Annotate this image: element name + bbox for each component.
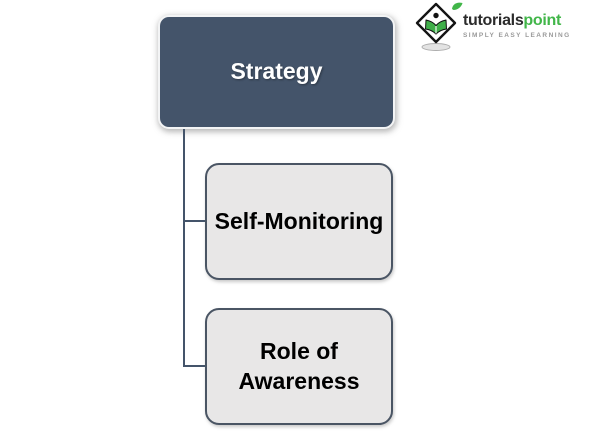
- logo-brand-green-part: point: [523, 12, 562, 29]
- tutorialspoint-logo-icon: [415, 2, 463, 51]
- logo-tagline: SIMPLY EASY LEARNING: [463, 32, 571, 39]
- node-role-of-awareness-label: Role of Awareness: [238, 337, 360, 394]
- node-strategy: Strategy: [158, 15, 395, 129]
- logo-head-dot: [433, 12, 439, 19]
- node-strategy-label: Strategy: [230, 58, 323, 85]
- logo-shadow-ellipse: [421, 43, 451, 51]
- connector-elbow-role-of-awareness: [183, 365, 205, 367]
- node-role-of-awareness: Role of Awareness: [205, 308, 393, 425]
- connector-elbow-self-monitoring: [183, 220, 205, 222]
- logo-brand-dark-part: tutorials: [463, 12, 524, 29]
- node-self-monitoring: Self-Monitoring: [205, 163, 393, 280]
- logo-diamond: [415, 2, 457, 44]
- logo-text-block: tutorialspoint SIMPLY EASY LEARNING: [463, 1, 571, 40]
- tutorialspoint-logo: tutorialspoint SIMPLY EASY LEARNING: [414, 1, 571, 53]
- connector-vertical-line: [183, 129, 185, 367]
- node-self-monitoring-label: Self-Monitoring: [214, 207, 384, 234]
- logo-book-right: [435, 19, 447, 35]
- logo-brand-name: tutorialspoint: [463, 13, 571, 29]
- logo-leaf-icon: [452, 2, 463, 10]
